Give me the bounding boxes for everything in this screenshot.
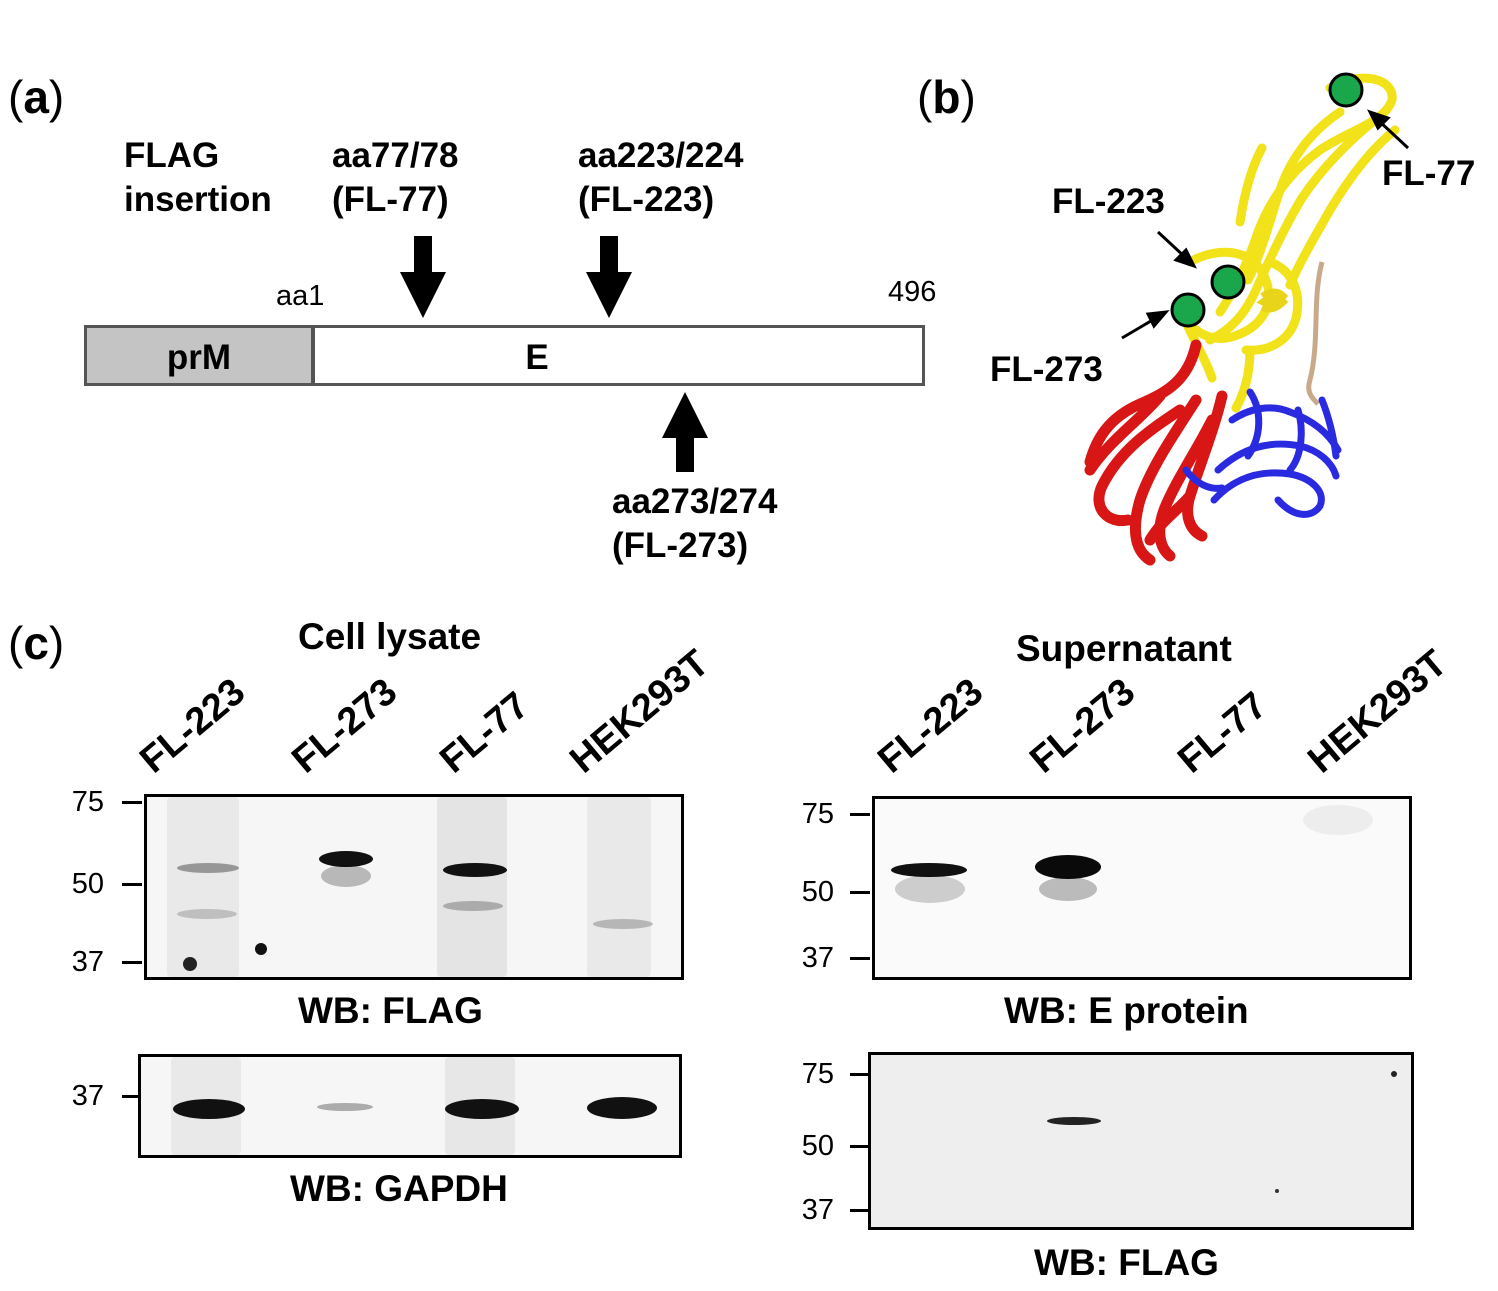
aa1-label: aa1 [276, 280, 325, 312]
mw-marker: 50 [801, 876, 834, 908]
arrow-fl273 [662, 392, 708, 472]
supernatant-lane-label: FL-273 [1022, 670, 1144, 782]
prM-domain-box [84, 325, 314, 386]
mw-marker: 37 [71, 946, 104, 978]
mw-marker: 50 [801, 1130, 834, 1162]
E-domain-box [312, 325, 925, 386]
flag-insertion-label: FLAG insertion [124, 136, 272, 219]
band [443, 901, 503, 911]
mw-tick [850, 1073, 870, 1076]
band [1275, 1189, 1279, 1193]
mw-tick [850, 813, 870, 816]
band [321, 865, 371, 887]
supernatant-title: Supernatant [1016, 628, 1232, 669]
pointer-fl273 [1121, 310, 1170, 340]
mw-marker: 75 [71, 786, 104, 818]
mw-marker: 75 [801, 798, 834, 830]
mw-marker: 37 [801, 1194, 834, 1226]
pointer-fl77 [1367, 109, 1410, 150]
lysate-lane-label: FL-273 [284, 670, 406, 782]
band [593, 919, 653, 929]
band [255, 943, 267, 955]
mw-tick [850, 1209, 870, 1212]
band [1039, 877, 1097, 901]
band [895, 875, 965, 903]
lysate-flag-blot [144, 794, 684, 980]
supernatant-lane-label: FL-223 [870, 670, 992, 782]
band [177, 909, 237, 919]
aa496-label: 496 [888, 276, 937, 308]
supernatant-e-blot [872, 796, 1412, 980]
mw-tick [850, 891, 870, 894]
prM-label: prM [166, 338, 232, 377]
label-fl77: FL-77 [1382, 154, 1476, 193]
band [587, 797, 651, 977]
mw-marker: 50 [71, 868, 104, 900]
mw-tick [122, 801, 142, 804]
label-fl273: FL-273 [990, 350, 1103, 389]
domain-yellow [1181, 73, 1400, 413]
band [445, 1099, 519, 1119]
domain-red [1084, 339, 1228, 566]
lysate-flag-blot-label: WB: FLAG [298, 990, 483, 1031]
band [183, 957, 197, 971]
band [1303, 805, 1373, 835]
arrow-fl223 [586, 236, 632, 318]
band [177, 863, 239, 873]
band [319, 851, 373, 867]
mw-tick [850, 1145, 870, 1148]
site-fl273-label: aa273/274 (FL-273) [612, 482, 778, 565]
panel-c-letter: (c) [8, 617, 65, 669]
lysate-lane-label: FL-77 [432, 684, 537, 782]
supernatant-lane-label: FL-77 [1170, 684, 1275, 782]
tail-tan [1306, 261, 1325, 406]
lysate-gapdh-blot-label: WB: GAPDH [290, 1168, 508, 1209]
supernatant-flag-blot [868, 1052, 1414, 1230]
arrow-fl77 [400, 236, 446, 318]
band [1035, 855, 1101, 879]
band [317, 1103, 373, 1111]
site-fl77-label: aa77/78 (FL-77) [332, 136, 459, 219]
lysate-lane-label: HEK293T [562, 642, 718, 782]
mw-tick [122, 1095, 142, 1098]
E-label: E [525, 338, 549, 377]
panel-a-letter: (a) [8, 71, 65, 123]
mw-tick [122, 961, 142, 964]
marker-fl77 [1328, 72, 1364, 108]
band [167, 797, 239, 977]
label-fl223: FL-223 [1052, 182, 1165, 221]
supernatant-e-blot-label: WB: E protein [1004, 990, 1249, 1031]
supernatant-lane-label: HEK293T [1300, 642, 1456, 782]
mw-marker: 75 [801, 1058, 834, 1090]
band [891, 863, 967, 877]
band [1047, 1117, 1101, 1125]
pointer-fl223 [1156, 230, 1197, 269]
supernatant-flag-blot-label: WB: FLAG [1034, 1242, 1219, 1283]
marker-fl273 [1170, 292, 1206, 328]
panel-b-letter: (b) [917, 71, 976, 123]
site-fl223-label: aa223/224 (FL-223) [578, 136, 744, 219]
mw-tick [122, 883, 142, 886]
lysate-gapdh-blot [138, 1054, 682, 1158]
band [587, 1097, 657, 1119]
cell-lysate-title: Cell lysate [298, 616, 482, 657]
band [437, 797, 507, 977]
mw-tick [850, 957, 870, 960]
band [1391, 1071, 1397, 1077]
mw-marker: 37 [801, 942, 834, 974]
domain-yellow-helix [1256, 288, 1289, 313]
band [173, 1099, 245, 1119]
band [443, 863, 507, 877]
marker-fl223 [1210, 264, 1246, 300]
mw-marker: 37 [71, 1080, 104, 1112]
lysate-lane-label: FL-223 [132, 670, 254, 782]
domain-blue [1182, 388, 1342, 518]
